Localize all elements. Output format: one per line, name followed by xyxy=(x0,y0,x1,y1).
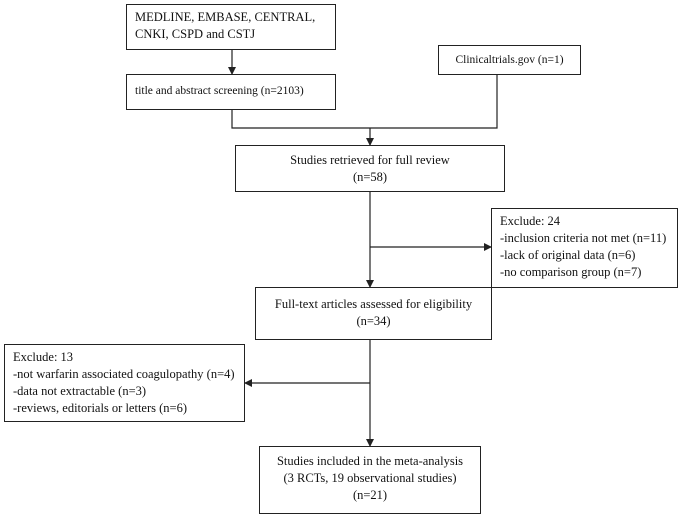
databases-box: MEDLINE, EMBASE, CENTRAL, CNKI, CSPD and… xyxy=(126,4,336,50)
eligibility-line-1: Full-text articles assessed for eligibil… xyxy=(274,297,473,311)
included-box: Studies included in the meta-analysis (3… xyxy=(259,446,481,514)
exclude-24-line-4: -no comparison group (n=7) xyxy=(500,264,642,279)
exclude-24-line-2: -inclusion criteria not met (n=11) xyxy=(500,230,667,245)
eligibility-box: Full-text articles assessed for eligibil… xyxy=(255,287,492,340)
exclude-13-box: Exclude: 13 -not warfarin associated coa… xyxy=(4,344,245,422)
clinicaltrials-line-1: Clinicaltrials.gov (n=1) xyxy=(455,54,564,66)
connector-clinicaltrials-merge xyxy=(370,75,498,129)
exclude-13-line-3: -data not extractable (n=3) xyxy=(13,383,147,398)
exclude-13-line-4: -reviews, editorials or letters (n=6) xyxy=(13,400,188,415)
connector-screening-merge xyxy=(231,110,370,129)
full-review-line-2: (n=58) xyxy=(352,169,388,184)
included-line-2: (3 RCTs, 19 observational studies) xyxy=(283,470,457,485)
included-line-3: (n=21) xyxy=(352,487,388,502)
exclude-13-line-1: Exclude: 13 xyxy=(13,350,74,364)
exclude-24-box: Exclude: 24 -inclusion criteria not met … xyxy=(491,208,678,288)
databases-line-2: CNKI, CSPD and CSTJ xyxy=(135,26,256,41)
databases-line-1: MEDLINE, EMBASE, CENTRAL, xyxy=(135,10,316,24)
included-line-1: Studies included in the meta-analysis xyxy=(276,454,464,468)
screening-line-1: title and abstract screening (n=2103) xyxy=(135,85,304,97)
exclude-24-line-3: -lack of original data (n=6) xyxy=(500,247,636,262)
full-review-box: Studies retrieved for full review (n=58) xyxy=(235,145,505,192)
screening-box: title and abstract screening (n=2103) xyxy=(126,74,336,110)
exclude-24-line-1: Exclude: 24 xyxy=(500,214,561,228)
full-review-line-1: Studies retrieved for full review xyxy=(290,153,450,167)
clinicaltrials-box: Clinicaltrials.gov (n=1) xyxy=(438,45,581,75)
eligibility-line-2: (n=34) xyxy=(356,313,391,328)
exclude-13-line-2: -not warfarin associated coagulopathy (n… xyxy=(13,366,235,381)
